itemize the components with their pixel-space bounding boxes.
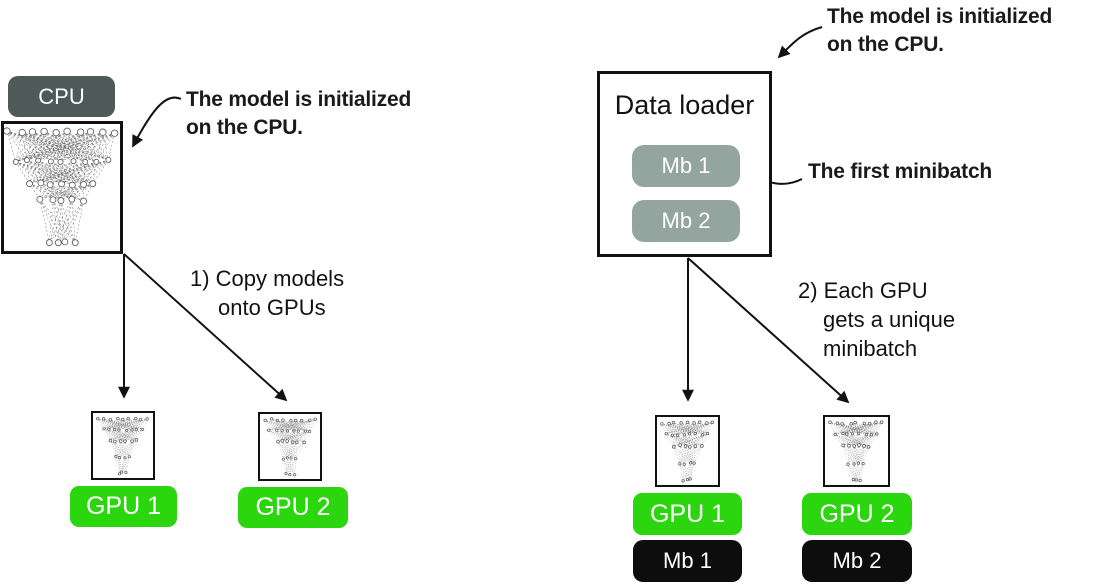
gpu1-badge-right-label: GPU 1 <box>649 499 726 528</box>
step2-line1: 2) Each GPU <box>798 278 928 303</box>
minibatch2-badge: Mb 2 <box>632 200 740 242</box>
cpu-badge: CPU <box>8 76 115 117</box>
arrow-annotation-to-dataloader <box>777 26 823 59</box>
neural-network-sketch-gpu2-left <box>263 417 317 477</box>
minibatch1-label: Mb 1 <box>661 153 711 178</box>
neural-network-sketch-gpu1-right <box>660 420 714 483</box>
minibatch1-badge: Mb 1 <box>632 145 740 187</box>
neural-network-sketch-gpu1-left <box>96 416 149 476</box>
data-loader-title: Data loader <box>614 90 755 120</box>
step2-line2: gets a unique <box>823 307 956 332</box>
step1-label: 1) Copy models onto GPUs <box>190 264 344 322</box>
neural-network-sketch-cpu <box>4 127 119 247</box>
annotation-line: The model is initialized <box>186 88 412 111</box>
cpu-model-box <box>1 121 123 254</box>
gpu2-model-box-left <box>258 412 322 481</box>
annotation-line: The first minibatch <box>808 160 993 183</box>
gpu2-minibatch-badge: Mb 2 <box>802 540 912 582</box>
gpu1-model-box-left <box>91 411 155 480</box>
gpu1-minibatch-badge: Mb 1 <box>633 540 742 582</box>
gpu1-minibatch-label: Mb 1 <box>663 548 712 573</box>
gpu2-minibatch-label: Mb 2 <box>832 548 882 573</box>
gpu2-model-box-right <box>823 415 890 487</box>
annotation-model-init-right: The model is initialized on the CPU. <box>827 3 1052 59</box>
step2-label: 2) Each GPU gets a unique minibatch <box>798 276 955 363</box>
annotation-line: The model is initialized <box>827 5 1053 28</box>
step2-line3: minibatch <box>823 336 918 361</box>
step1-line2: onto GPUs <box>218 295 326 320</box>
gpu1-badge-left: GPU 1 <box>70 486 177 527</box>
gpu1-model-box-right <box>655 415 720 487</box>
gpu2-badge-left: GPU 2 <box>238 487 348 528</box>
annotation-line: on the CPU. <box>827 33 944 56</box>
arrow-annotation-to-cpu-box <box>132 96 182 148</box>
gpu2-badge-right-label: GPU 2 <box>819 499 895 528</box>
minibatch2-label: Mb 2 <box>661 208 711 233</box>
step1-line1: 1) Copy models <box>190 266 345 291</box>
annotation-first-minibatch: The first minibatch <box>808 158 992 186</box>
gpu1-badge-right: GPU 1 <box>633 493 742 535</box>
gpu2-badge-right: GPU 2 <box>802 493 912 535</box>
annotation-model-init-left: The model is initialized on the CPU. <box>186 86 411 142</box>
gpu2-badge-left-label: GPU 2 <box>255 493 331 521</box>
gpu1-badge-left-label: GPU 1 <box>85 492 162 520</box>
cpu-badge-label: CPU <box>38 83 85 109</box>
annotation-line: on the CPU. <box>186 116 303 139</box>
neural-network-sketch-gpu2-right <box>828 420 884 482</box>
